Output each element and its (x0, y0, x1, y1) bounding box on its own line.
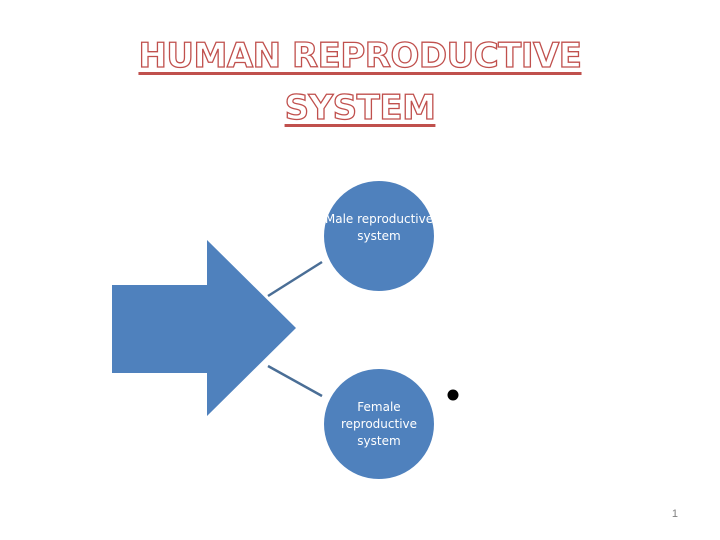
slide-title: HUMAN REPRODUCTIVE SYSTEM (0, 30, 720, 134)
title-line-1: HUMAN REPRODUCTIVE (138, 35, 583, 76)
title-line-2: SYSTEM (284, 87, 437, 128)
female-system-node (324, 369, 434, 479)
page-number: 1 (671, 508, 678, 520)
connector-lower (267, 364, 323, 398)
connector-upper (267, 260, 323, 298)
female-system-label: Female reproductive system (340, 400, 418, 448)
male-system-label: Male reproductive system (324, 212, 434, 243)
male-system-node (324, 181, 434, 291)
bullet-dot (447, 389, 459, 401)
right-arrow-shape (112, 240, 296, 416)
